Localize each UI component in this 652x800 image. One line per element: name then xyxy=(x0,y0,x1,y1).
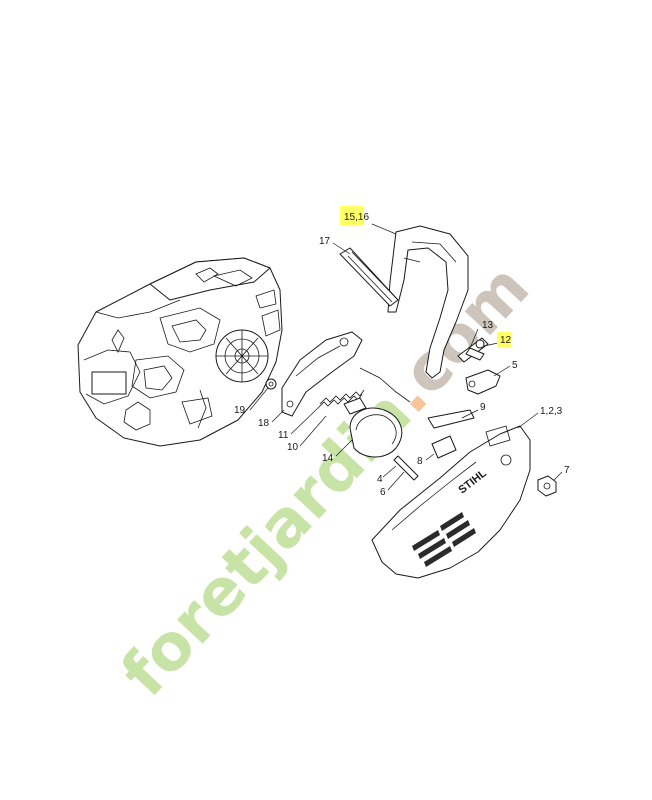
label-17: 17 xyxy=(319,236,331,247)
label-15-16: 15,16 xyxy=(344,212,369,223)
label-1-2-3: 1,2,3 xyxy=(540,406,563,417)
label-7: 7 xyxy=(564,465,570,476)
part-9-slider xyxy=(427,409,475,429)
cover-vent-slots xyxy=(412,512,476,567)
part-18-bracket xyxy=(281,331,363,417)
part-12-13-lever xyxy=(457,337,489,363)
engine-body xyxy=(77,257,283,447)
part-15-16-handle xyxy=(387,225,469,379)
part-14-brake-band xyxy=(343,367,411,458)
label-10: 10 xyxy=(287,442,299,453)
label-19: 19 xyxy=(234,405,246,416)
highlight-12 xyxy=(497,332,511,348)
label-13: 13 xyxy=(482,320,494,331)
label-4: 4 xyxy=(377,474,383,485)
part-1-2-3-sprocket-cover: STIHL xyxy=(371,425,531,579)
part-6-pin xyxy=(393,455,419,481)
part-10-spring xyxy=(317,389,365,409)
label-5: 5 xyxy=(512,360,518,371)
watermark-foret: foretj xyxy=(108,515,298,711)
label-9: 9 xyxy=(480,402,486,413)
label-14: 14 xyxy=(322,453,334,464)
label-12: 12 xyxy=(500,335,512,346)
leader-lines xyxy=(249,223,563,491)
label-11: 11 xyxy=(278,430,289,441)
part-5-lever xyxy=(465,369,501,395)
highlight-15-16 xyxy=(340,206,364,226)
label-8: 8 xyxy=(417,456,423,467)
part-8-tab xyxy=(431,435,457,459)
part-labels: 15,16 17 13 12 5 9 1,2,3 19 18 11 10 14 … xyxy=(234,212,570,498)
part-17-grip xyxy=(339,247,399,307)
label-6: 6 xyxy=(380,487,386,498)
label-18: 18 xyxy=(258,418,270,429)
part-7-nut xyxy=(537,475,557,497)
